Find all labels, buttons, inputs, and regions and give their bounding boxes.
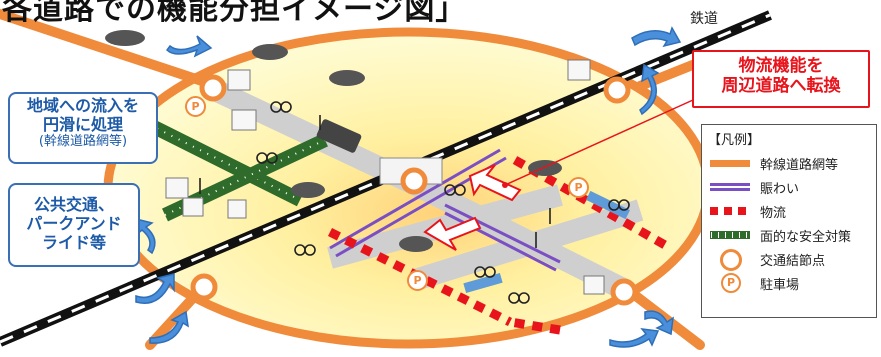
transit-callout: 公共交通、 パークアンド ライド等	[8, 183, 140, 267]
transit-callout-line2: パークアンド	[26, 214, 122, 234]
transit-callout-line1: 公共交通、	[33, 195, 114, 214]
node-circle-icon	[708, 249, 754, 271]
legend-item-parking: 駐車場	[708, 271, 870, 295]
legend-label: 物流	[760, 205, 787, 221]
inflow-arrows	[135, 26, 682, 348]
railway-label: 鉄道	[690, 11, 718, 27]
safety-line-icon	[708, 227, 754, 243]
arterial-road-icon	[708, 155, 754, 171]
traffic-nodes	[190, 74, 638, 306]
logistics-line-icon	[708, 203, 754, 219]
legend-label: 賑わい	[760, 181, 800, 197]
logistics-callout-line2: 周辺道路へ転換	[721, 76, 841, 97]
buildings	[165, 59, 605, 295]
legend-item-arterial: 幹線道路網等	[708, 151, 870, 175]
legend-label: 交通結節点	[760, 253, 826, 269]
legend-label: 面的な安全対策	[760, 229, 852, 245]
parking-marker: P	[568, 177, 589, 198]
legend-item-safety: 面的な安全対策	[708, 223, 870, 247]
parking-icon	[708, 273, 754, 293]
logistics-callout-line1: 物流機能を	[738, 56, 824, 76]
bicycle-parking-patches	[463, 190, 630, 294]
inflow-callout-line1: 地域への流入を	[26, 96, 139, 115]
callout-pointer-line	[504, 99, 694, 186]
bus	[316, 119, 362, 153]
legend-label: 幹線道路網等	[760, 157, 839, 173]
page-title: 各道路での機能分担イメージ図」	[2, 0, 467, 27]
legend: 【凡例】 幹線道路網等 賑わい 物流 面的な安全対策 交通結節点 駐車場	[701, 124, 877, 318]
lively-line-icon	[708, 179, 754, 195]
inflow-callout-line2: 円滑に処理	[42, 115, 123, 135]
logistics-callout: 物流機能を 周辺道路へ転換	[692, 50, 870, 108]
legend-item-logistics: 物流	[708, 199, 870, 223]
parking-marker: P	[185, 96, 206, 117]
parking-marker: P	[407, 270, 428, 291]
cars	[105, 30, 562, 252]
pedestrians-and-cyclists	[199, 101, 630, 304]
legend-label: 駐車場	[760, 277, 800, 293]
logistics-roads	[327, 156, 668, 335]
legend-item-lively: 賑わい	[708, 175, 870, 199]
inflow-callout-sub: (幹線道路網等)	[38, 134, 128, 150]
inflow-callout: 地域への流入を 円滑に処理 (幹線道路網等)	[8, 92, 158, 164]
legend-item-node: 交通結節点	[708, 247, 870, 271]
transit-callout-line3: ライド等	[41, 233, 106, 253]
legend-title: 【凡例】	[708, 133, 761, 148]
logistics-shift-arrows	[423, 164, 522, 251]
